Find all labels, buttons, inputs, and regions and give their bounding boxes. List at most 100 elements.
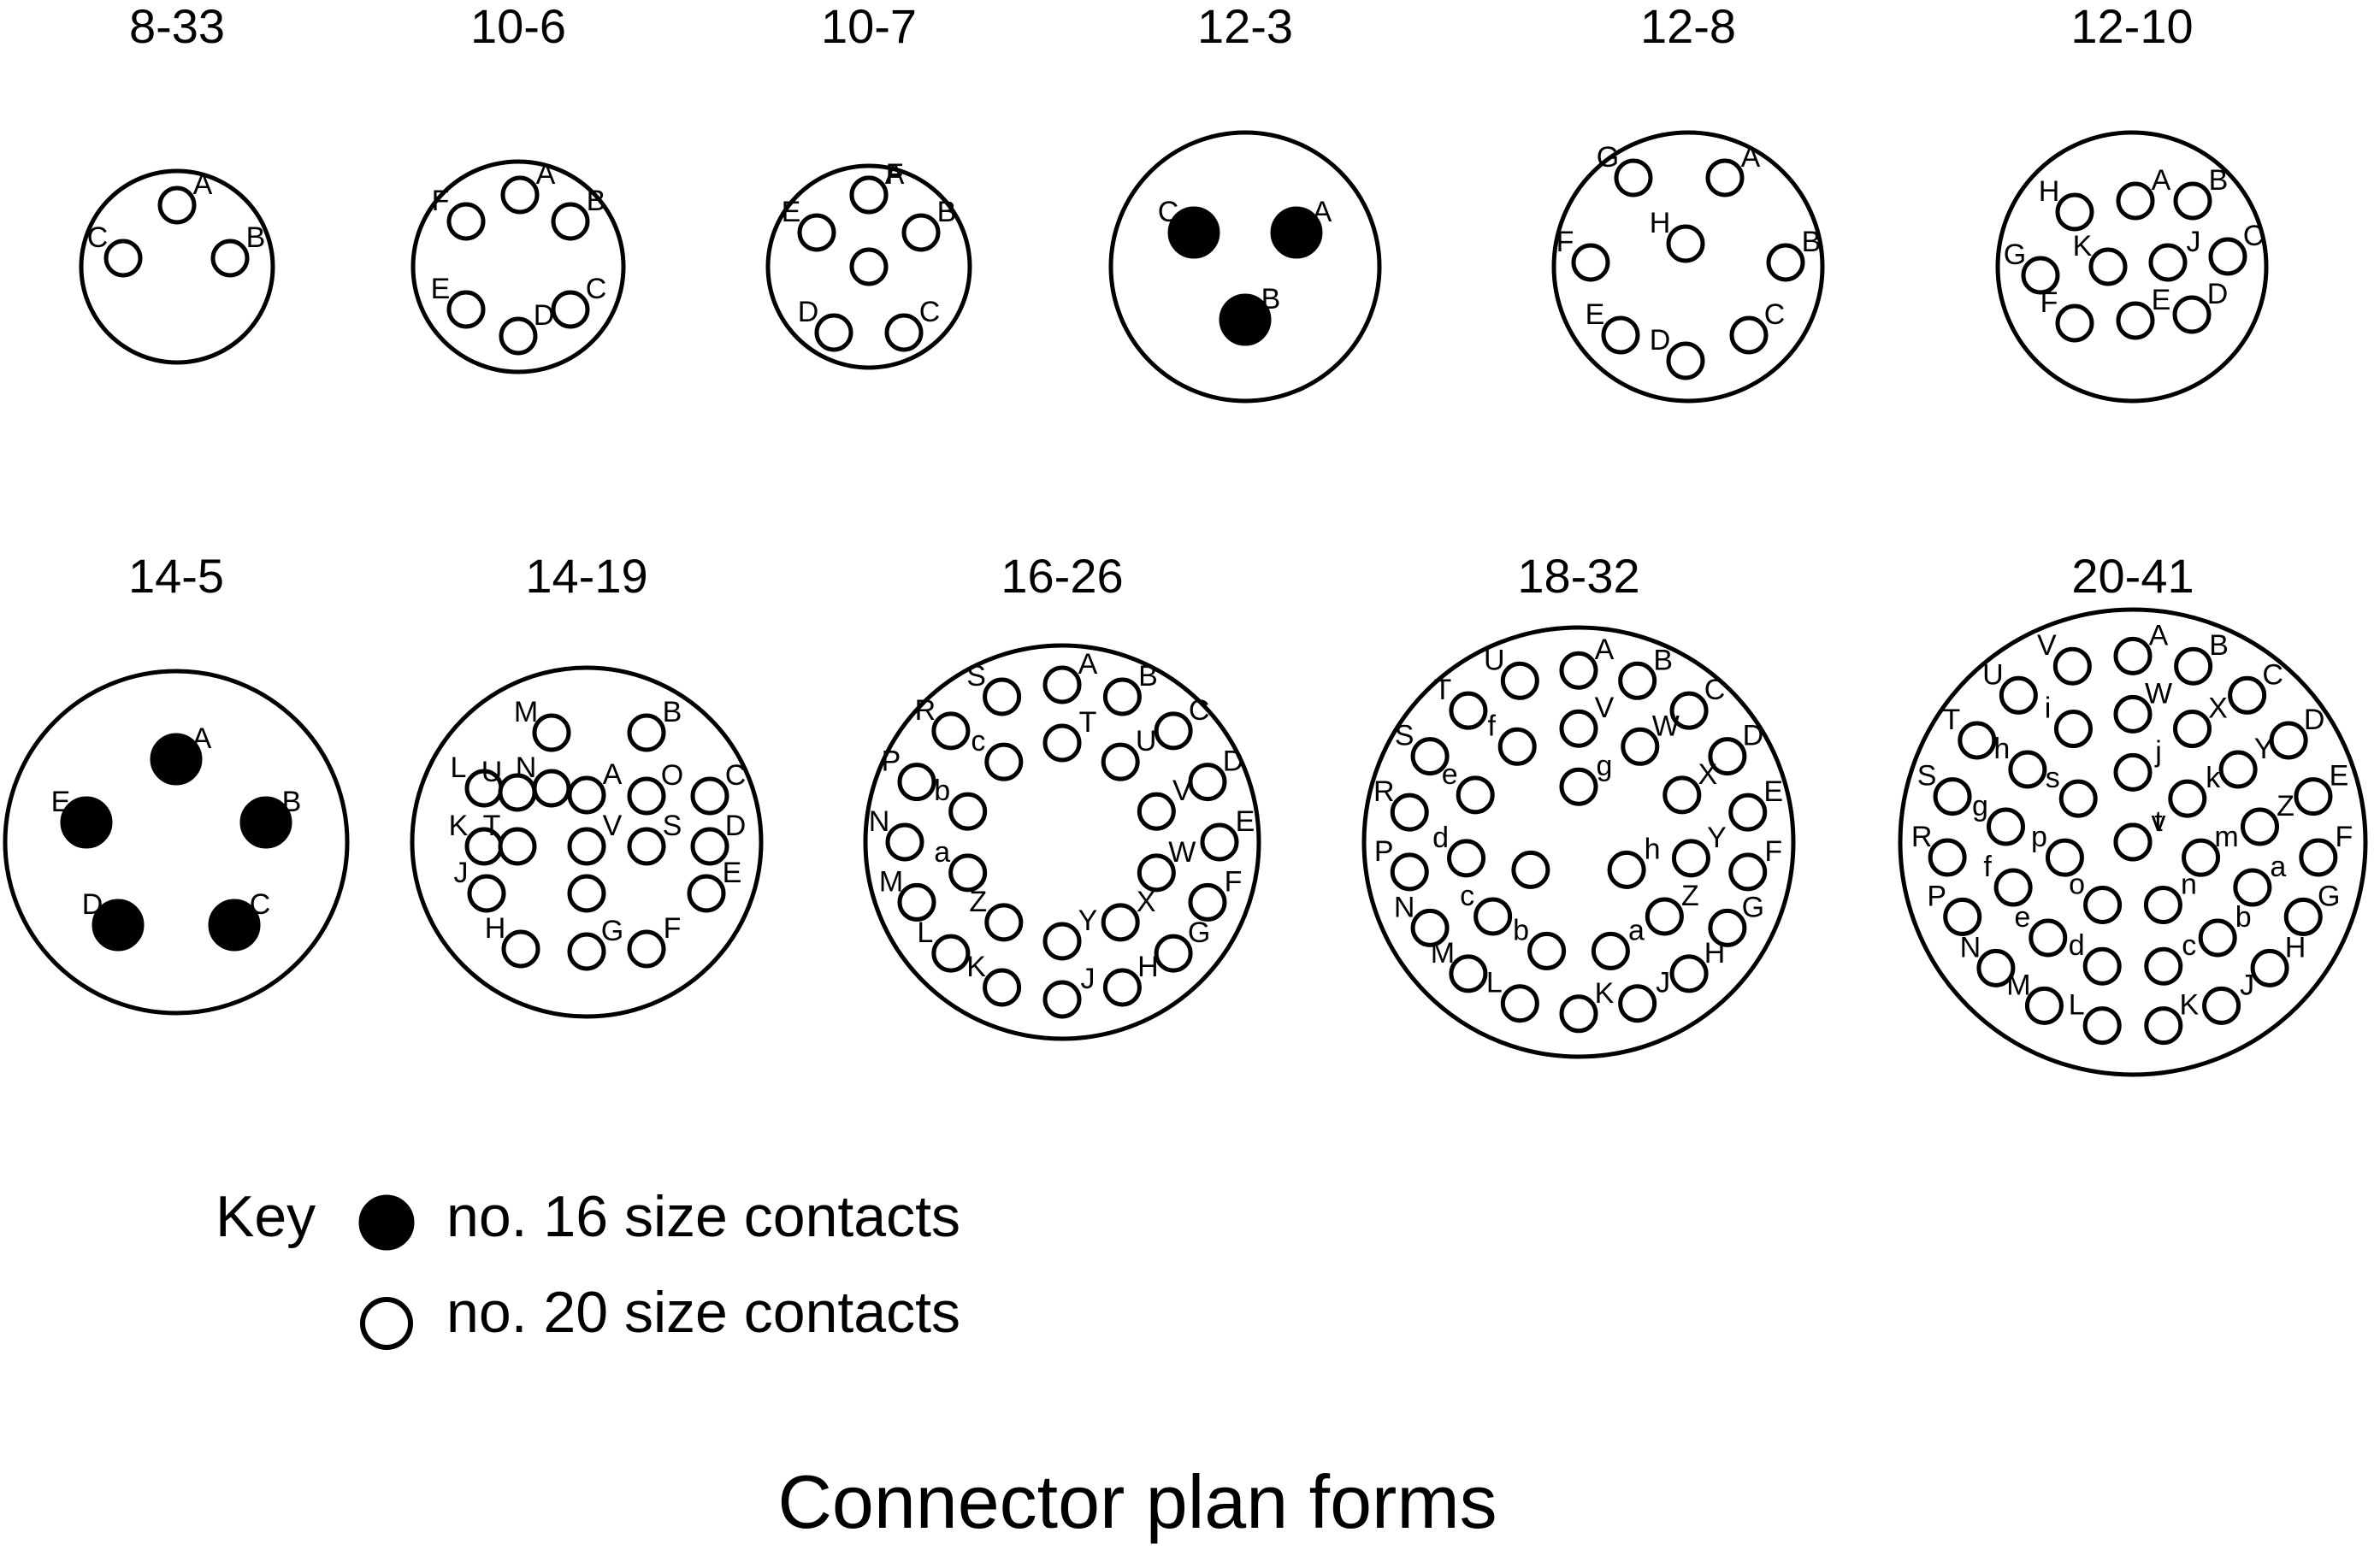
contact-label: J	[454, 857, 469, 889]
contact-label: D	[725, 810, 747, 842]
contact-label: d	[1432, 822, 1449, 854]
contact-label: F	[886, 158, 904, 191]
contact-label: G	[1597, 141, 1619, 174]
contact-label: H	[2039, 175, 2060, 208]
connector-title: 18-32	[1517, 549, 1639, 603]
contact-label: H	[1650, 207, 1671, 239]
contact-label: Z	[969, 886, 987, 918]
contact-no20	[1645, 897, 1684, 936]
legend-no20-open-circle-icon	[360, 1297, 413, 1350]
contact-no20	[1410, 737, 1450, 776]
legend-no16-label: no. 16 size contacts	[446, 1184, 960, 1249]
contact-label: F	[664, 912, 682, 945]
contact-no20	[1137, 853, 1176, 893]
contact-no16	[239, 796, 292, 849]
contact-label: V	[603, 810, 623, 842]
contact-no20	[690, 776, 729, 816]
contact-no20	[1669, 691, 1709, 730]
contact-label: E	[2152, 284, 2171, 316]
contact-no20	[2144, 946, 2183, 986]
contact-label: c	[1460, 880, 1474, 912]
contact-label: D	[2207, 278, 2229, 310]
contact-no20	[210, 239, 250, 278]
contact-label: B	[246, 221, 266, 254]
contact-label: f	[1983, 851, 1992, 883]
contact-no16	[60, 796, 113, 849]
contact-label: Z	[1681, 880, 1699, 912]
contact-label: J	[2187, 226, 2201, 258]
connector-title: 14-5	[128, 549, 224, 603]
contact-label: B	[1261, 283, 1281, 315]
contact-no20	[1601, 315, 1640, 355]
contact-label: N	[869, 805, 890, 838]
contact-label: d	[2069, 929, 2085, 962]
contact-label: R	[915, 694, 936, 727]
contact-label: b	[934, 775, 950, 807]
contact-no20	[1669, 954, 1709, 993]
contact-no20	[1410, 908, 1450, 947]
contact-label: E	[1586, 298, 1605, 331]
contact-no20	[2250, 948, 2289, 987]
contact-no20	[931, 934, 971, 973]
contact-label: F	[432, 185, 450, 217]
contact-label: U	[1136, 725, 1157, 757]
contact-no20	[1559, 709, 1598, 748]
contact-label: K	[2073, 230, 2093, 262]
contact-no20	[1527, 931, 1567, 970]
contact-no20	[1102, 677, 1142, 716]
contact-no20	[2173, 181, 2212, 221]
contact-no20	[948, 792, 988, 831]
contact-label: h	[1645, 833, 1661, 865]
contact-no20	[1449, 954, 1488, 993]
contact-no20	[1621, 727, 1660, 766]
contact-no20	[1986, 807, 2025, 846]
contact-no20	[1473, 897, 1513, 936]
contact-no20	[1101, 742, 1140, 781]
contact-no20	[2283, 897, 2323, 936]
contact-no20	[2294, 777, 2333, 816]
contact-label: L	[1486, 967, 1503, 999]
contact-label: T	[1079, 706, 1097, 739]
contact-label: a	[934, 836, 950, 869]
contact-no20	[1042, 980, 1082, 1019]
contact-label: C	[919, 296, 941, 328]
contact-no20	[1666, 224, 1705, 263]
contact-no20	[567, 827, 606, 866]
contact-label: B	[587, 185, 606, 217]
contact-label: D	[1650, 324, 1671, 357]
contact-no20	[1042, 723, 1082, 763]
contact-label: K	[2179, 989, 2199, 1022]
contact-label: N	[1394, 891, 1415, 923]
contact-no20	[627, 827, 666, 866]
contact-label: M	[514, 696, 538, 728]
contact-no20	[1571, 243, 1610, 282]
contact-no20	[1559, 651, 1598, 690]
contact-no20	[2008, 750, 2047, 789]
contact-no20	[2045, 838, 2084, 877]
contact-no16	[1270, 206, 1323, 259]
contact-label: p	[2031, 821, 2047, 853]
contact-label: T	[1942, 704, 1960, 736]
contact-label: b	[2235, 901, 2252, 934]
contact-label: C	[2262, 658, 2283, 691]
contact-no20	[1618, 661, 1657, 700]
contact-no20	[1497, 727, 1537, 766]
contact-label: A	[2149, 619, 2169, 651]
contact-no20	[1933, 777, 1972, 816]
contact-label: V	[1172, 775, 1192, 807]
contact-label: O	[661, 759, 683, 792]
contact-no20	[627, 713, 666, 752]
contact-no20	[1188, 882, 1227, 922]
contact-no20	[446, 202, 486, 241]
contact-label: Y	[1078, 905, 1098, 937]
contact-label: g	[1972, 790, 1988, 822]
connector-shell	[79, 168, 275, 365]
contact-no20	[1042, 922, 1082, 961]
contact-label: M	[879, 865, 903, 898]
contact-label: m	[2214, 821, 2238, 853]
contact-no20	[897, 763, 936, 802]
contact-label: A	[192, 722, 212, 755]
contact-label: a	[1628, 914, 1645, 946]
contact-no20	[2113, 822, 2153, 862]
